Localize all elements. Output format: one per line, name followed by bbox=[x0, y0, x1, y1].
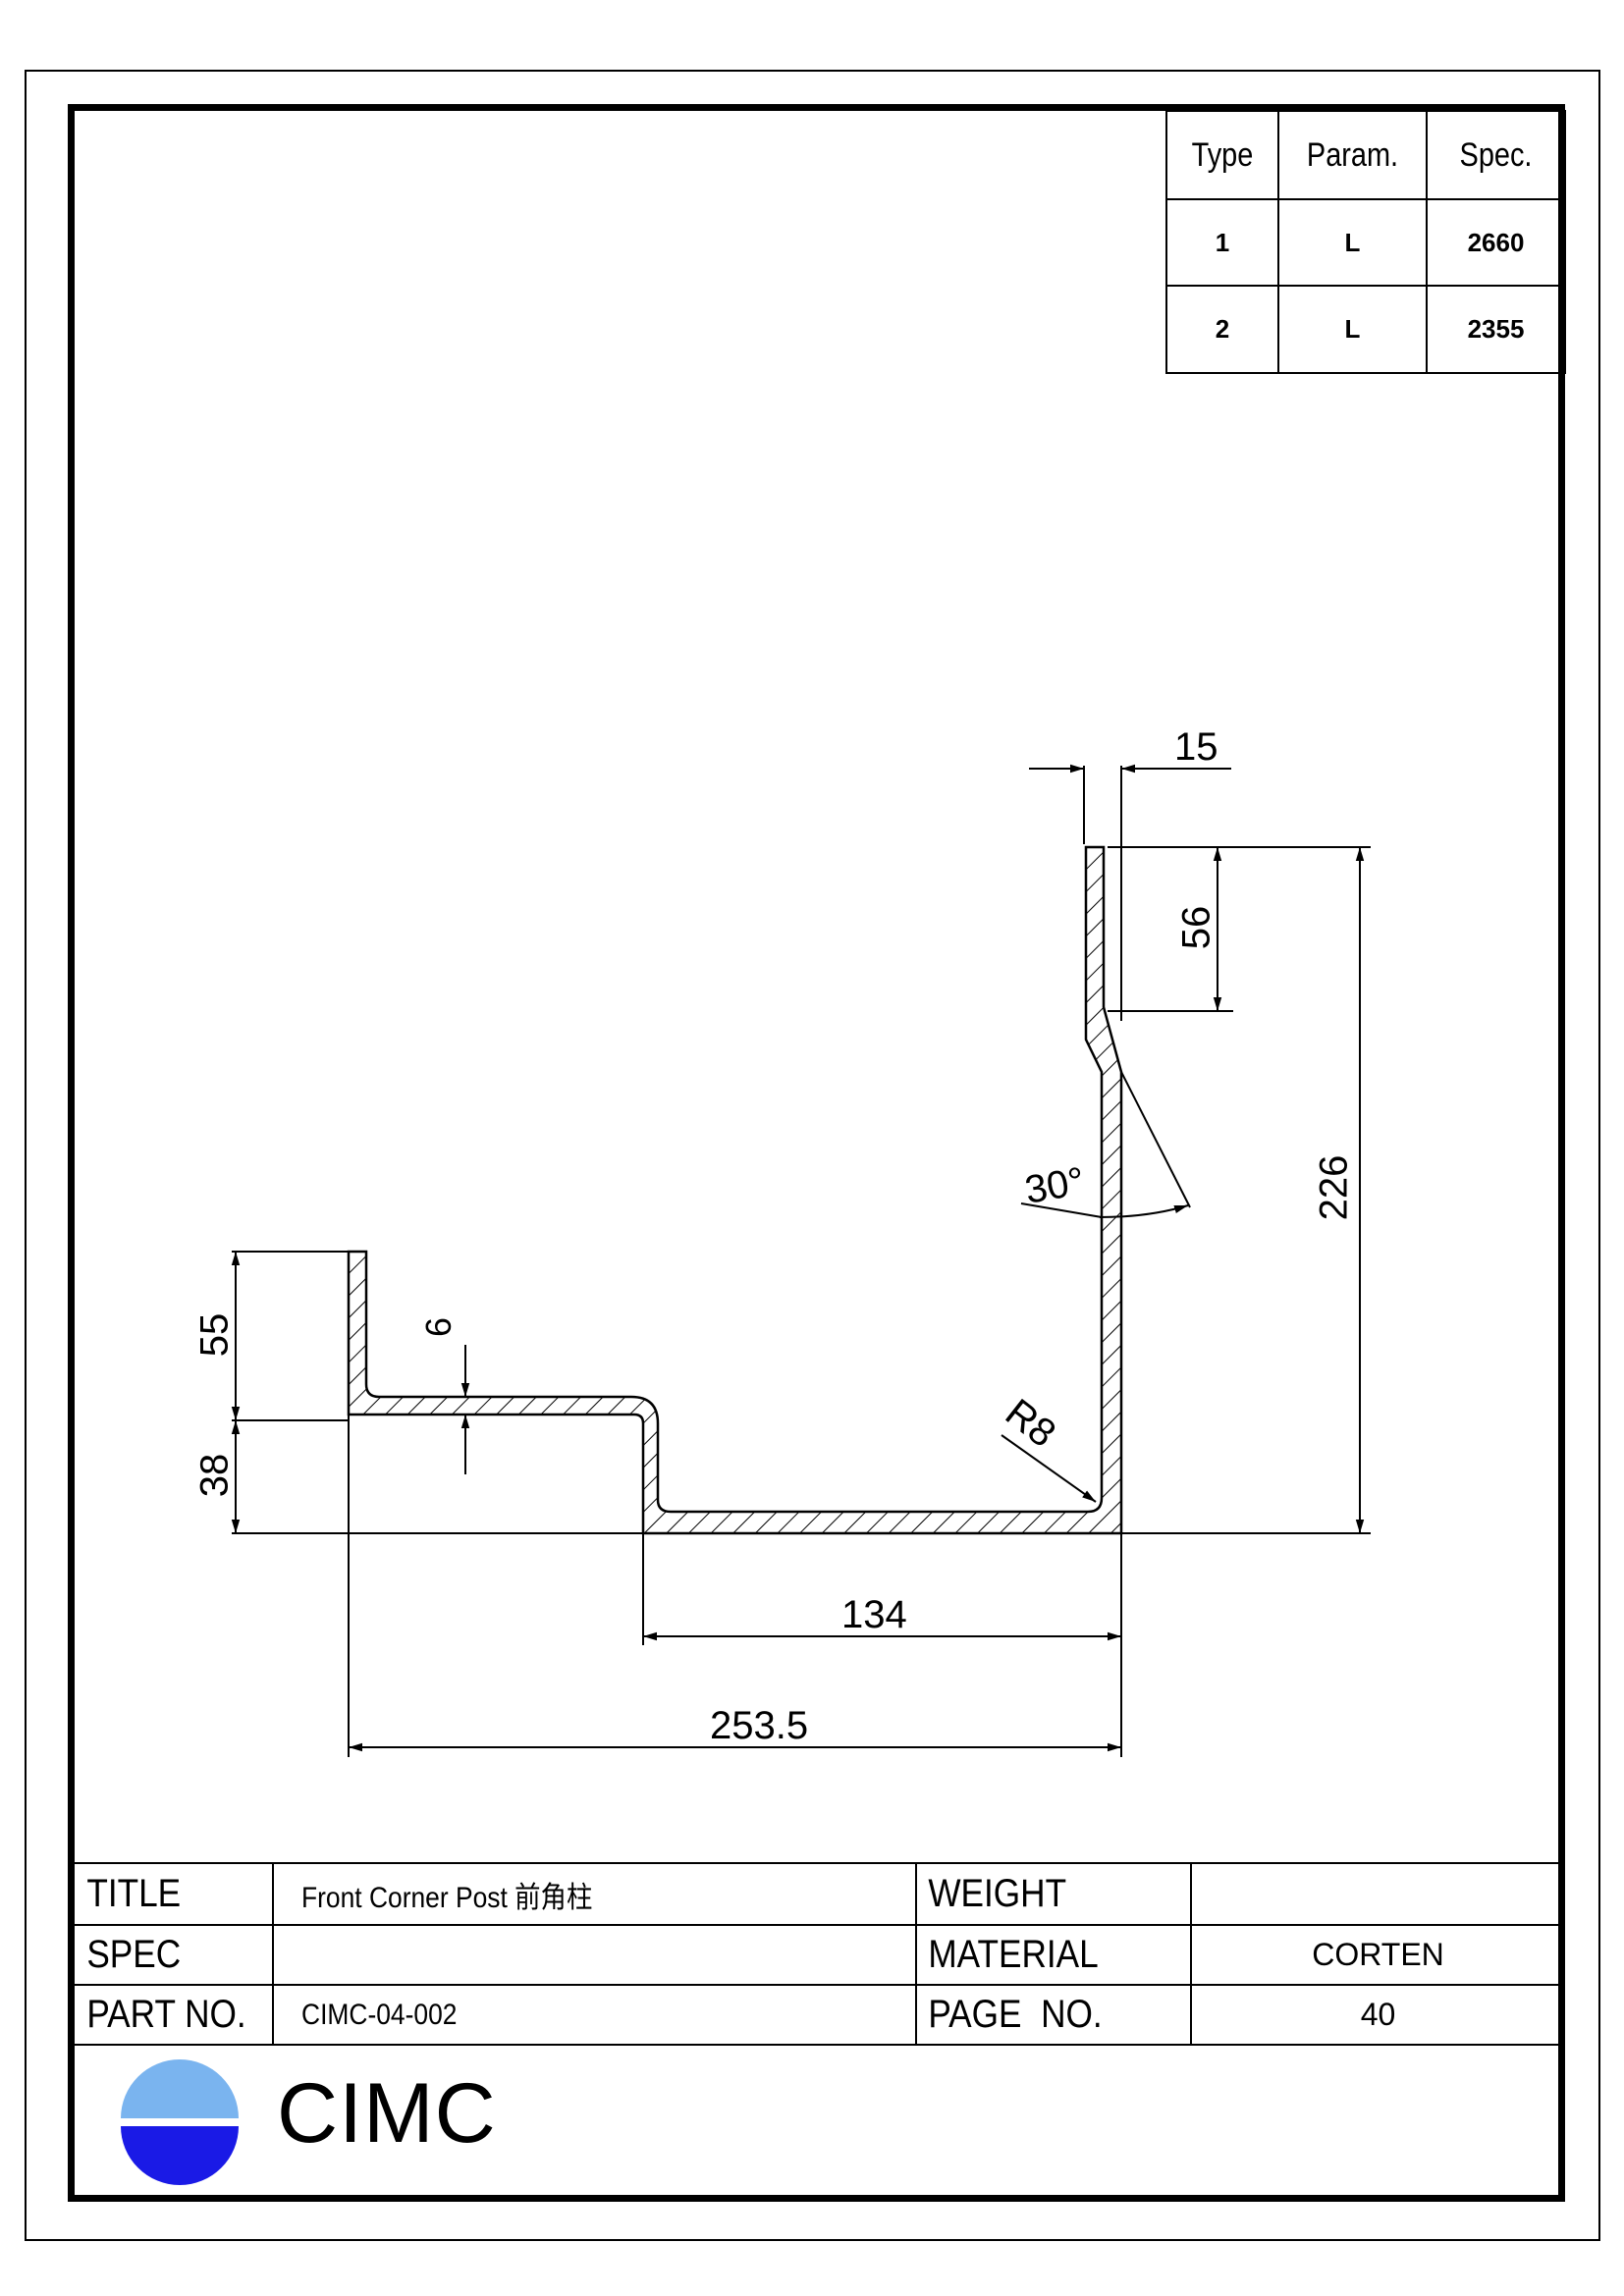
page-no-value: 40 bbox=[1360, 1997, 1396, 2032]
spec-row1-param: L bbox=[1344, 227, 1361, 257]
part-no-label: PART NO. bbox=[86, 1993, 246, 2036]
outer-border bbox=[25, 70, 1600, 2241]
spec-table-grid bbox=[1165, 110, 1566, 374]
material-value: CORTEN bbox=[1312, 1937, 1444, 1972]
dim-overall-width: 253.5 bbox=[710, 1704, 809, 1747]
dim-total-height: 226 bbox=[1312, 1154, 1356, 1221]
dim-thickness: 6 bbox=[418, 1316, 460, 1338]
material-label: MATERIAL bbox=[928, 1933, 1099, 1976]
dim-left-upper-height: 55 bbox=[192, 1312, 237, 1358]
spec-row1-spec: 2660 bbox=[1467, 227, 1525, 257]
spec-header-spec: Spec. bbox=[1459, 135, 1533, 174]
spec-header-param: Param. bbox=[1306, 135, 1399, 174]
weight-value bbox=[1191, 1863, 1565, 1925]
part-no-value: CIMC-04-002 bbox=[301, 1998, 458, 2031]
dim-top-flange-width: 15 bbox=[1174, 725, 1218, 769]
dim-bottom-width: 134 bbox=[841, 1593, 907, 1636]
title-block-grid bbox=[75, 1862, 1565, 2046]
spec-row2-type: 2 bbox=[1215, 314, 1230, 344]
title-label: TITLE bbox=[86, 1872, 182, 1915]
dim-top-segment-height: 56 bbox=[1174, 905, 1218, 950]
cimc-logo-mark bbox=[121, 2059, 239, 2185]
spec-header-type: Type bbox=[1191, 135, 1254, 174]
dim-bend-angle: 30° bbox=[1021, 1159, 1088, 1212]
spec-row1-type: 1 bbox=[1215, 227, 1230, 257]
title-value: Front Corner Post 前角柱 bbox=[301, 1881, 593, 1914]
spec-label: SPEC bbox=[86, 1933, 182, 1976]
spec-row2-param: L bbox=[1344, 314, 1361, 344]
corner-post-profile bbox=[347, 845, 1123, 1535]
dimension-lines bbox=[231, 764, 1371, 1757]
cimc-logo-text: CIMC bbox=[277, 2066, 497, 2161]
drawing-frame bbox=[68, 104, 1565, 2202]
page-no-label: PAGE NO. bbox=[928, 1993, 1103, 2036]
dim-left-lower-height: 38 bbox=[192, 1453, 237, 1498]
weight-label: WEIGHT bbox=[928, 1872, 1067, 1915]
spec-row2-spec: 2355 bbox=[1467, 314, 1525, 344]
